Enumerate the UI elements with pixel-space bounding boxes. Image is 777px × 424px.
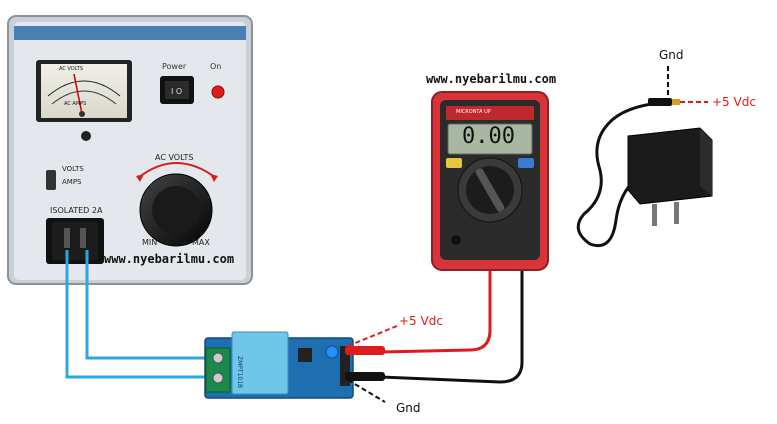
- vdc-label-sensor: +5 Vdc: [399, 314, 443, 328]
- range-dial[interactable]: [457, 157, 523, 223]
- adjust-screw: [81, 131, 91, 141]
- voltage-knob[interactable]: [136, 162, 218, 247]
- ground-probe-wire: [379, 242, 524, 384]
- trim-potentiometer[interactable]: [325, 345, 339, 359]
- meter-watermark: www.nyebarilmu.com: [426, 72, 557, 86]
- positive-probe-wire: [379, 242, 492, 354]
- com-jack-left: [451, 235, 461, 245]
- power-switch[interactable]: I O: [160, 76, 194, 104]
- sensor-label: ZMPT101B: [236, 356, 243, 389]
- variac-analog-meter: [36, 60, 132, 122]
- on-label: On: [210, 62, 222, 71]
- zmpt101b-sensor-module: [204, 331, 354, 399]
- plug-pin-1: [652, 204, 657, 226]
- vdc-label-adapter: +5 Vdc: [712, 95, 756, 109]
- knob-min-label: MIN: [142, 238, 158, 247]
- gnd-label-sensor: Gnd: [396, 401, 421, 415]
- op-amp-chip: [298, 348, 312, 362]
- header-pins: [340, 346, 350, 386]
- volts-amps-selector[interactable]: [46, 170, 56, 190]
- black-probe-tip: [345, 372, 385, 381]
- variac-watermark: www.nyebarilmu.com: [104, 252, 235, 266]
- variac-top-band: [14, 26, 246, 40]
- leader-lines: [347, 66, 708, 403]
- ac-wires: [65, 250, 218, 379]
- plug-pin-2: [674, 202, 679, 224]
- adapter-body: [627, 127, 713, 205]
- ac-wire-1: [65, 250, 218, 379]
- selector-volts-label: VOLTS: [62, 165, 84, 173]
- knob-label: AC VOLTS: [155, 153, 194, 162]
- outlet-label: ISOLATED 2A: [50, 206, 103, 215]
- variac-power-supply: I O: [7, 15, 253, 285]
- blue-button[interactable]: [518, 158, 534, 168]
- isolated-outlet: [46, 218, 104, 264]
- hold-button[interactable]: [446, 158, 462, 168]
- meter-lcd: [447, 123, 533, 155]
- meter-display-reading: 0.00: [462, 124, 515, 149]
- meter-label-bottom: AC AMPS: [64, 101, 87, 107]
- selector-amps-label: AMPS: [62, 178, 82, 186]
- red-probe-tip: [345, 346, 385, 355]
- power-label: Power: [162, 62, 187, 71]
- meter-label-top: AC VOLTS: [59, 66, 84, 72]
- vdc-leader: [347, 325, 398, 347]
- gnd-leader: [347, 379, 386, 403]
- svg-text:I O: I O: [171, 87, 182, 96]
- gnd-label-adapter: Gnd: [659, 48, 684, 62]
- meter-brand-band: MICRONTA UP: [456, 109, 491, 115]
- knob-max-label: MAX: [192, 238, 210, 247]
- on-indicator-lamp: [211, 85, 225, 99]
- transformer-block: [231, 331, 289, 395]
- barrel-jack-plug: [648, 98, 672, 106]
- dc-power-adapter: [576, 98, 713, 247]
- digital-multimeter: [431, 91, 549, 271]
- ac-wire-2: [85, 250, 218, 360]
